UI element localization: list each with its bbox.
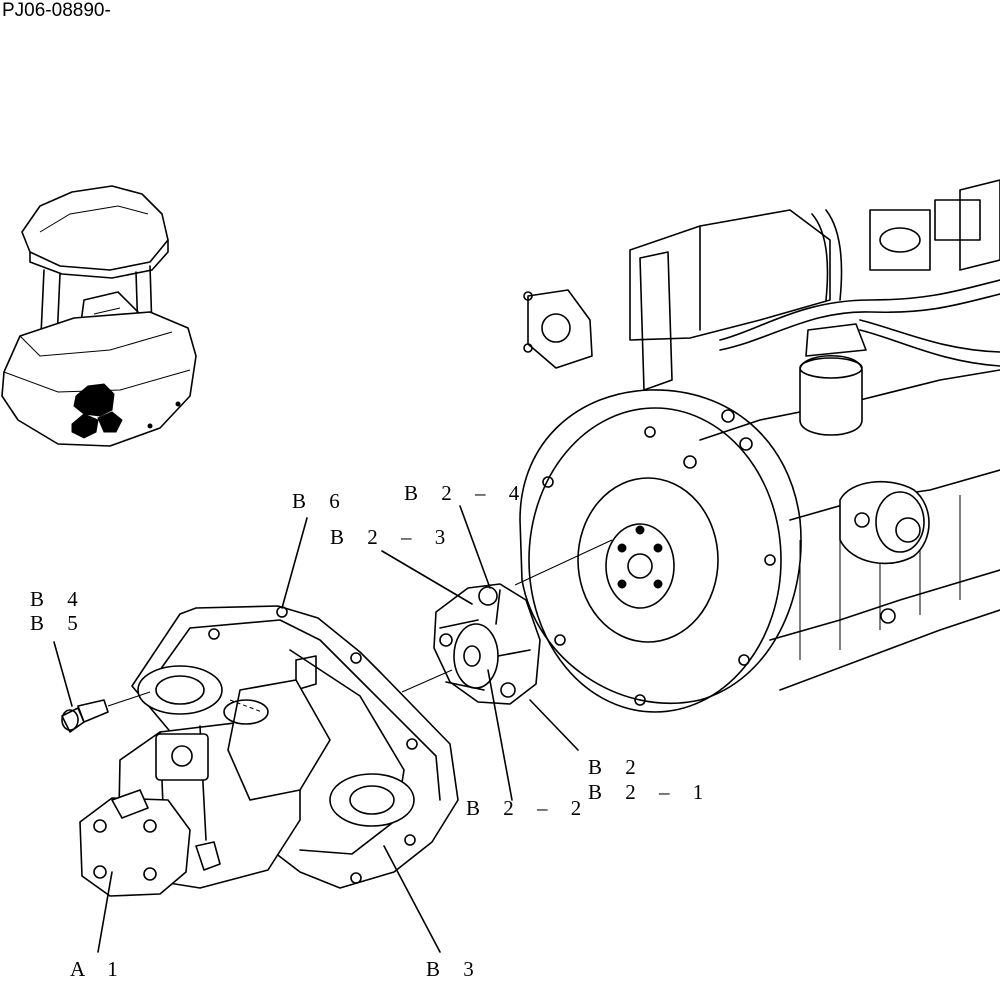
leader-line-b2-3 bbox=[381, 550, 473, 605]
leader-line-b2-4 bbox=[459, 505, 491, 589]
callout-b5: B 5 bbox=[30, 611, 87, 635]
callout-b2-2: B 2 – 2 bbox=[466, 796, 591, 820]
callout-b2-3: B 2 – 3 bbox=[330, 525, 455, 549]
callout-b2-4: B 2 – 4 bbox=[404, 481, 529, 505]
bolt-b4-b5 bbox=[61, 699, 109, 733]
coupling-assembly bbox=[433, 583, 541, 705]
assembly-line bbox=[107, 691, 151, 707]
leader-line-b4 bbox=[53, 641, 73, 707]
leader-line-b2 bbox=[529, 699, 579, 751]
callout-b2-1: B 2 – 1 bbox=[588, 780, 713, 804]
engine-assembly bbox=[519, 179, 1000, 713]
leader-line-b3 bbox=[383, 845, 441, 953]
machine-locator-illustration bbox=[1, 185, 197, 447]
callout-b3: B 3 bbox=[426, 957, 483, 981]
callout-a1: A 1 bbox=[70, 957, 127, 981]
callout-b2: B 2 bbox=[588, 755, 645, 779]
assembly-line bbox=[401, 669, 453, 693]
callout-b6: B 6 bbox=[292, 489, 349, 513]
leader-line-b2-2 bbox=[487, 669, 513, 801]
assembly-line bbox=[514, 539, 613, 586]
leader-line-a1 bbox=[97, 871, 113, 953]
leader-line-b6 bbox=[281, 517, 308, 609]
document-id: PJ06-08890- bbox=[2, 0, 111, 21]
callout-b4: B 4 bbox=[30, 587, 87, 611]
assembly-line bbox=[229, 699, 263, 713]
hydraulic-pump-assembly bbox=[79, 605, 459, 897]
